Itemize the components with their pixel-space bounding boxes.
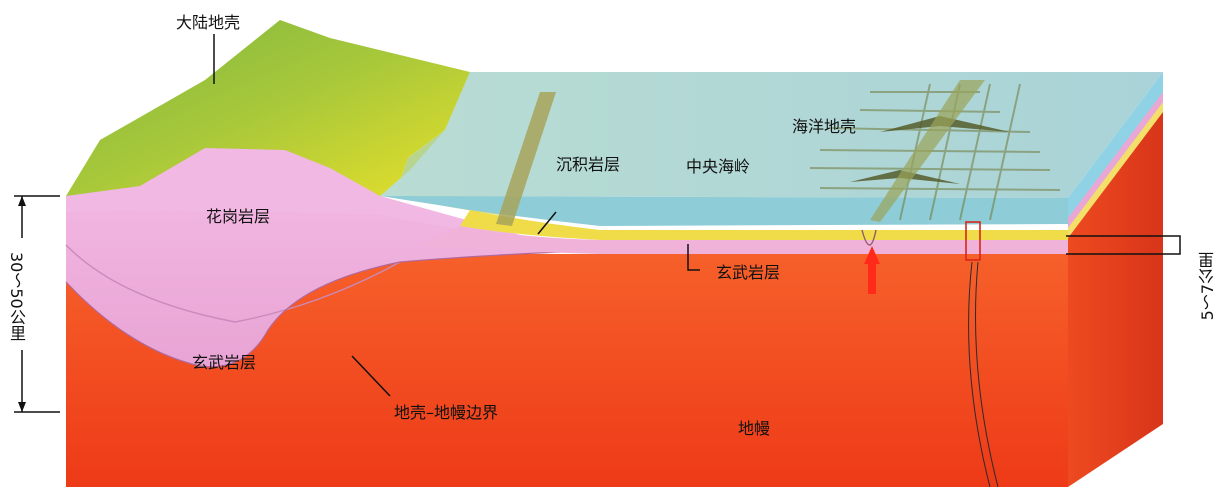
label-sedimentary-layer: 沉积岩层: [556, 156, 620, 174]
label-granite-layer: 花岗岩层: [206, 208, 270, 226]
label-basalt-continent: 玄武岩层: [192, 354, 256, 372]
label-oceanic-thickness: 5～7公里: [1196, 252, 1220, 320]
label-basalt-ocean: 玄武岩层: [716, 264, 780, 282]
label-mantle: 地幔: [738, 420, 770, 438]
ocean-surface: [380, 72, 1163, 198]
label-mid-ocean-ridge: 中央海岭: [686, 158, 750, 176]
label-oceanic-crust: 海洋地壳: [792, 118, 856, 136]
label-continental-crust: 大陆地壳: [176, 14, 240, 32]
label-moho-boundary: 地壳–地幔边界: [394, 404, 498, 422]
label-continental-thickness: 30～50公里: [4, 252, 28, 341]
